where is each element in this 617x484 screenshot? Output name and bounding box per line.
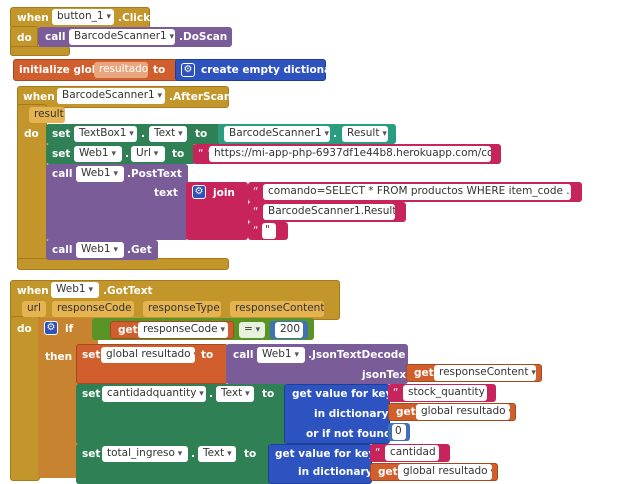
global-var-dropdown[interactable]: global resultado [101,347,195,363]
to-keyword: to [195,128,208,140]
to-keyword: to [201,349,214,361]
scanner-component-dropdown[interactable]: BarcodeScanner1 [224,126,330,142]
when-keyword: when [17,12,49,24]
posttext-method-label: .PostText [127,168,182,180]
get-keyword: get [396,406,416,418]
url-param[interactable]: url [22,301,46,317]
get-keyword: get [378,466,398,478]
textbox-component-dropdown[interactable]: TextBox1 [74,126,137,142]
set-keyword: set [82,349,101,361]
text-property-dropdown[interactable]: Text [216,386,254,402]
create-empty-dictionary-label: create empty dictionary [201,64,344,76]
call-keyword: call [52,244,73,256]
total-ingreso-component-dropdown[interactable]: total_ingreso [102,446,188,462]
result-param[interactable]: result [29,107,65,123]
number-200-value[interactable]: 200 [275,322,303,338]
global-var-name-field[interactable]: resultado [94,62,148,78]
gottext-event-label: .GotText [103,285,153,297]
get-value-for-key-label: get value for key [292,388,393,400]
dot-label: . [333,128,337,140]
url-property-dropdown[interactable]: Url [131,146,165,162]
join-keyword: join [213,187,235,199]
get-value-for-key-label: get value for key [275,448,376,460]
operator-dropdown[interactable]: = [239,322,265,338]
web-component-dropdown[interactable]: Web1 [257,347,305,363]
in-dictionary-label: in dictionary [314,408,389,420]
responsecontent-param[interactable]: responseContent [230,301,324,317]
afterscan-event-label: .AfterScan [169,91,232,103]
to-keyword: to [244,448,257,460]
responsecontent-var-dropdown[interactable]: responseContent [434,365,536,381]
result-property-dropdown[interactable]: Result [342,126,388,142]
number-0-value[interactable]: 0 [392,424,406,440]
gear-icon[interactable]: ⚙ [192,185,206,199]
set-keyword: set [52,128,71,140]
global-var-dropdown[interactable]: global resultado [416,404,510,420]
to-keyword: to [172,148,185,160]
in-dictionary-label: in dictionary [298,466,373,478]
or-if-not-found-label: or if not found [306,428,392,440]
gear-icon[interactable]: ⚙ [181,63,195,77]
to-keyword: to [262,388,275,400]
gear-icon[interactable]: ⚙ [44,321,58,335]
scanner-component-dropdown[interactable]: BarcodeScanner1 [69,29,175,45]
set-keyword: set [82,388,101,400]
jsontextdecode-method-label: .JsonTextDecode [308,349,406,361]
if-keyword: if [65,323,74,335]
get-keyword: get [118,324,138,336]
scanner-component-dropdown[interactable]: BarcodeScanner1 [57,88,165,104]
click-block-footer [10,46,70,56]
dot-label: . [141,128,145,140]
dot-label: . [191,448,195,460]
call-keyword: call [45,31,66,43]
button-component-dropdown[interactable]: button_1 [52,9,114,25]
web-component-dropdown[interactable]: Web1 [76,166,124,182]
create-empty-dictionary-block[interactable] [175,59,326,81]
gottext-block-spine [10,316,40,481]
set-keyword: set [82,448,101,460]
do-keyword: do [17,323,32,335]
dot-label: . [125,148,129,160]
responsecode-param[interactable]: responseCode [52,301,134,317]
do-keyword: do [24,128,39,140]
when-keyword: when [17,285,49,297]
url-string-value[interactable]: https://mi-app-php-6937df1e44b8.herokuap… [209,146,491,162]
responsetype-param[interactable]: responseType [143,301,221,317]
web-component-dropdown[interactable]: Web1 [51,282,99,298]
web-component-dropdown[interactable]: Web1 [76,242,124,258]
set-keyword: set [52,148,71,160]
global-var-dropdown[interactable]: global resultado [398,464,492,480]
result-string-value[interactable]: BarcodeScanner1.Result [263,204,395,220]
to-keyword: to [153,64,166,76]
stock-quantity-value[interactable]: stock_quantity [403,385,487,401]
call-keyword: call [233,349,254,361]
get-method-label: .Get [127,244,152,256]
initialize-global-keyword: initialize global [19,64,110,76]
dot-label: . [209,388,213,400]
do-keyword: do [17,32,32,44]
then-keyword: then [45,351,73,363]
text-param-label: text [154,187,178,199]
click-event-label: .Click [118,12,151,24]
cantidad-value[interactable]: cantidad [385,445,439,461]
web-component-dropdown[interactable]: Web1 [74,146,122,162]
cantidadquantity-component-dropdown[interactable]: cantidadquantity [102,386,206,402]
doscan-method-label: .DoScan [179,31,228,43]
responsecode-var-dropdown[interactable]: responseCode [138,322,228,338]
quote-string-value[interactable]: " [262,223,276,239]
get-keyword: get [414,367,434,379]
jsontext-param-label: jsonText [362,369,412,381]
when-keyword: when [23,91,55,103]
text-property-dropdown[interactable]: Text [198,446,236,462]
call-keyword: call [52,168,73,180]
text-property-dropdown[interactable]: Text [149,126,187,142]
sql-string-value[interactable]: comando=SELECT * FROM productos WHERE it… [263,184,571,200]
